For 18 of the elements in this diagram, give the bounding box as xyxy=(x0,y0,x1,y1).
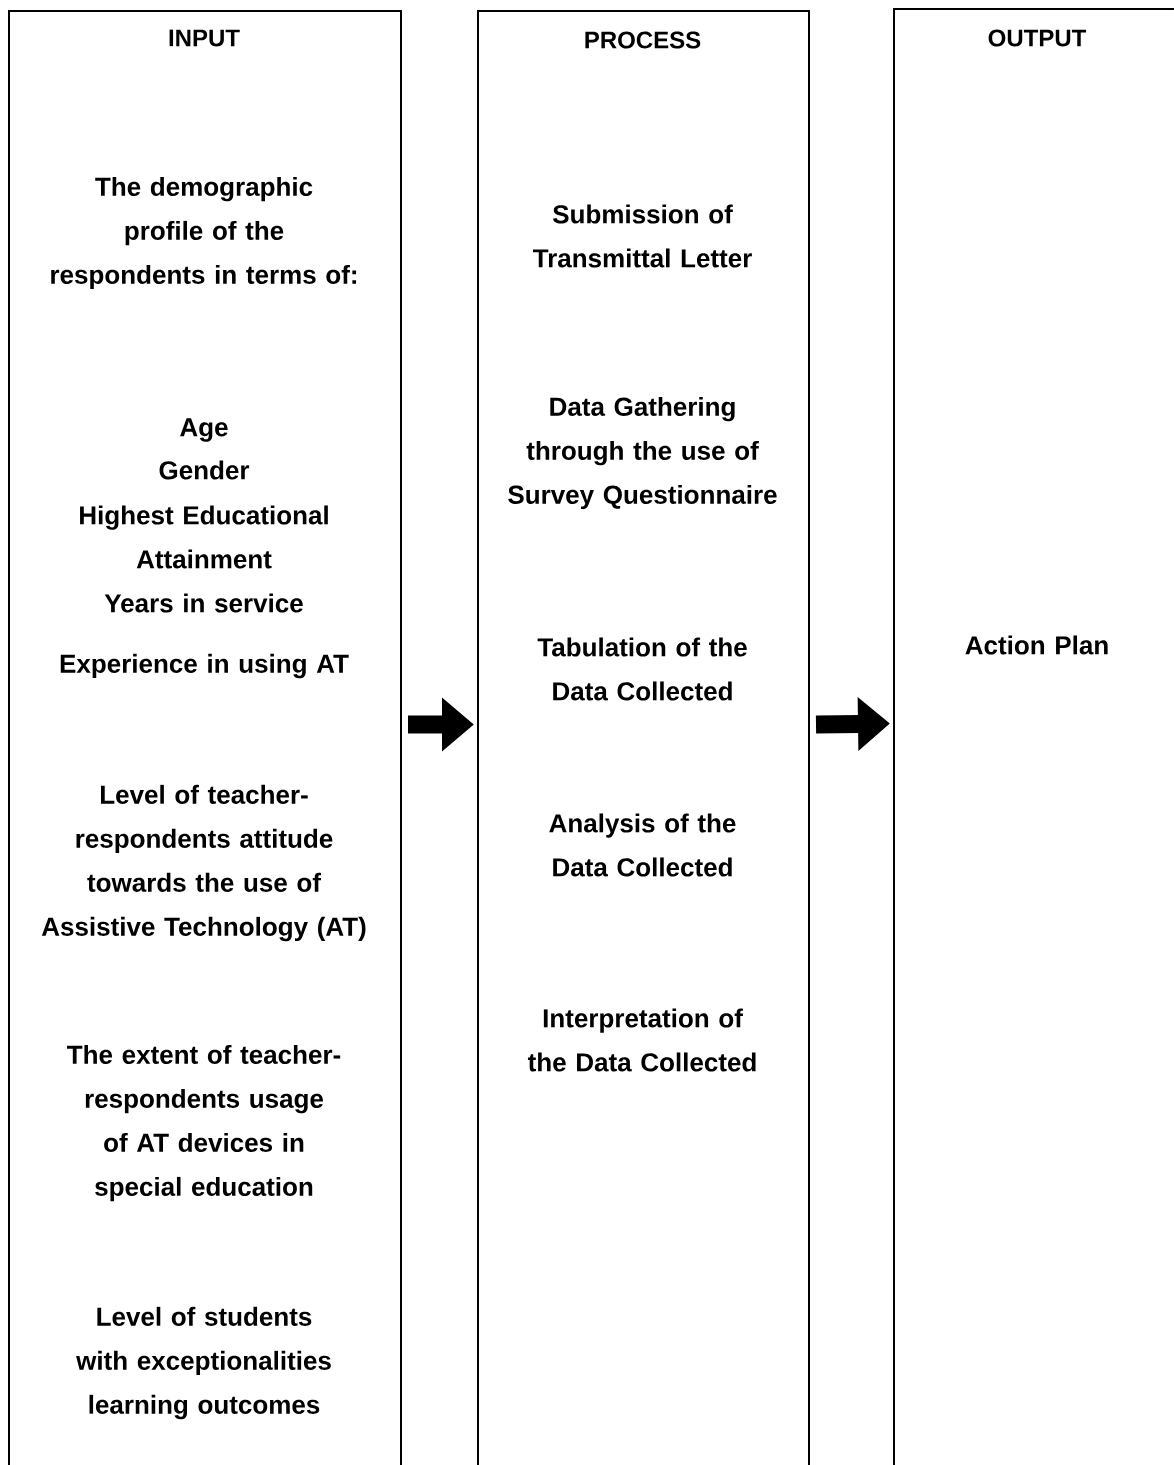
item-text: The demographic profile of the respondents in terms of: xyxy=(51,176,357,290)
item-text: Highest Educational Attainment xyxy=(80,505,328,569)
item-text: Interpretation of the Data Collected xyxy=(527,1008,756,1072)
item-text: The extent of teacher-respondents usage of AT devices in special education xyxy=(67,1044,341,1202)
item-text: Submission of Transmittal Letter xyxy=(533,204,752,268)
column-heading: OUTPUT xyxy=(988,29,1087,47)
item-text: Data Gathering through the use of Survey Questionnaire xyxy=(508,396,777,510)
item-text: Action Plan xyxy=(965,635,1108,655)
item-text: Years in service xyxy=(104,593,303,613)
item-text: Level of students with exceptionalities learning outcomes xyxy=(76,1306,331,1420)
item-text: Experience in using AT xyxy=(60,653,349,679)
item-text: Gender xyxy=(159,460,250,480)
item-text: Tabulation of the Data Collected xyxy=(537,637,747,701)
item-text: Analysis of the Data Collected xyxy=(549,813,736,877)
column-heading: PROCESS xyxy=(585,31,701,49)
item-text: Level of teacher-respondents attitude towards the use of Assistive Technology (AT) xyxy=(41,784,366,942)
column-heading: INPUT xyxy=(169,29,240,47)
item-text: Age xyxy=(180,418,228,442)
